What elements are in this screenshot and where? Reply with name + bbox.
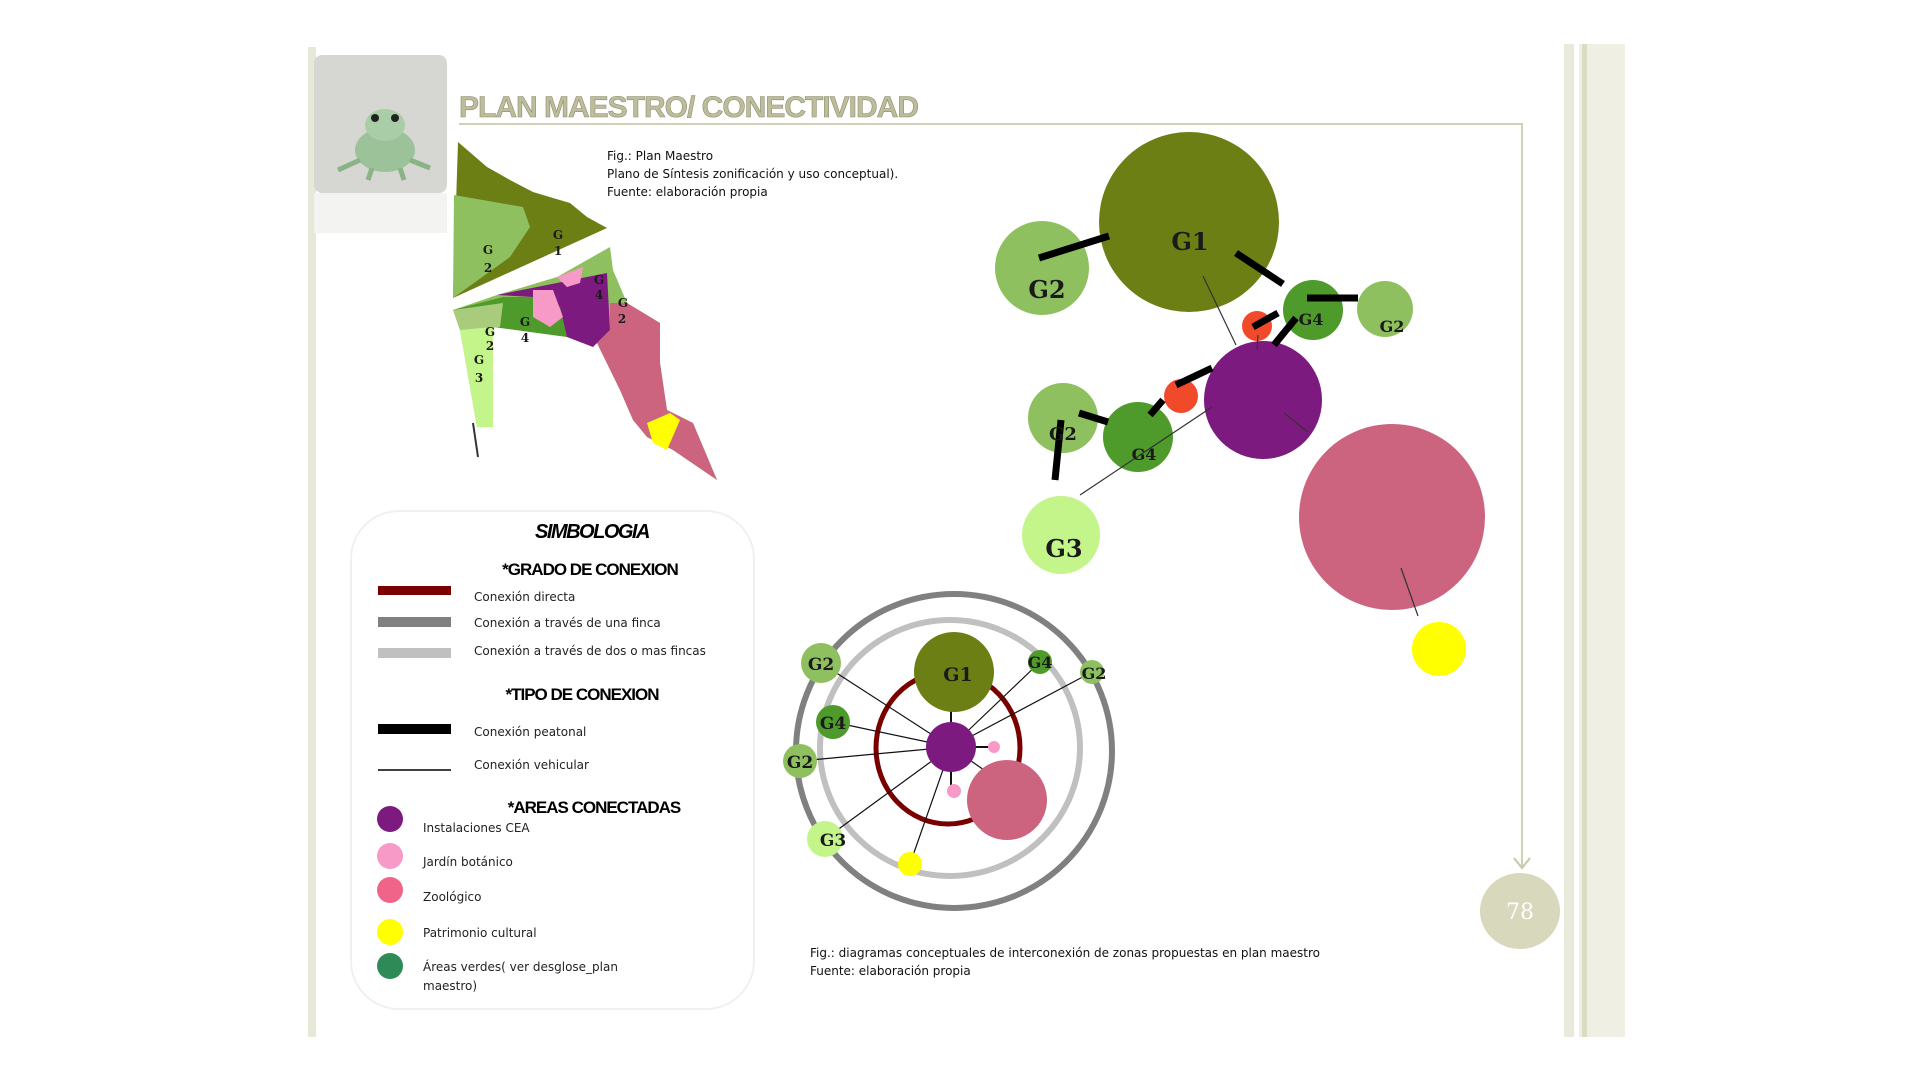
ring-caption: Fig.: diagramas conceptuales de intercon…: [810, 946, 1320, 978]
node-label: G4: [1132, 445, 1157, 464]
node-label: G1: [943, 664, 972, 686]
node-label: G2: [1049, 424, 1077, 445]
node-label: G2: [787, 753, 813, 773]
plan-caption: Fig.: Plan Maestro Plano de Síntesis zon…: [607, 149, 898, 199]
node-heritage: [1412, 622, 1466, 676]
node-label: G2: [1028, 275, 1065, 304]
caption-line: Fig.: diagramas conceptuales de intercon…: [810, 946, 1320, 960]
plan-label: G: [520, 315, 530, 329]
legend-dot-green: [377, 953, 403, 979]
plan-label: G: [618, 296, 628, 310]
legend-item: Conexión vehicular: [474, 758, 589, 772]
node-label: G3: [1045, 534, 1082, 563]
node-g2-left: [995, 221, 1089, 315]
plan-label: 4: [521, 331, 529, 345]
legend-heading: *GRADO DE CONEXION: [502, 560, 678, 579]
legend: SIMBOLOGIA *GRADO DE CONEXION Conexión d…: [350, 510, 755, 1010]
legend-item: Zoológico: [423, 890, 481, 904]
legend-dot-cea: [377, 806, 403, 832]
caption-line: Plano de Síntesis zonificación y uso con…: [607, 167, 898, 181]
page-number-badge: [1480, 873, 1560, 949]
plan-label: G: [594, 273, 604, 287]
legend-item: Conexión a través de una finca: [474, 616, 661, 630]
node-g3: [1022, 496, 1100, 574]
legend-dot-heritage: [377, 919, 403, 945]
vehicular-links: [1079, 275, 1419, 617]
ring-diagram: G1 G2 G4 G2 G3 G4 G2: [783, 591, 1115, 911]
node-zoo: [1299, 424, 1485, 610]
plan-label: G: [485, 325, 495, 339]
plan-label: 3: [475, 371, 483, 385]
node-g2-mid: [1028, 383, 1098, 453]
right-stripes: [1564, 44, 1625, 1037]
node-g2-right: [1357, 281, 1413, 337]
page-number: 78: [1506, 900, 1534, 925]
legend-dot-botanic: [377, 843, 403, 869]
node-label: G4: [820, 714, 847, 734]
legend-item: Conexión a través de dos o mas fincas: [474, 644, 706, 658]
caption-line: Fig.: Plan Maestro: [607, 149, 713, 163]
plan-label: 1: [554, 244, 562, 258]
legend-item: Conexión directa: [474, 590, 575, 604]
legend-heading: *AREAS CONECTADAS: [508, 798, 681, 817]
legend-line-one-lot: [378, 617, 451, 627]
plan-label: G: [474, 353, 484, 367]
legend-item: Jardín botánico: [422, 855, 513, 869]
plan-label: 2: [486, 339, 494, 353]
plan-label: G: [553, 228, 563, 242]
node-label: G4: [1299, 310, 1324, 329]
network-diagram: G1 G2 G4 G2 G2 G4 G3: [995, 132, 1485, 676]
legend-item: Instalaciones CEA: [423, 821, 530, 835]
arrow-icon: [1513, 857, 1531, 870]
node-label: G2: [1380, 317, 1405, 336]
legend-heading: *TIPO DE CONEXION: [505, 685, 659, 704]
left-stripe: [308, 47, 316, 1037]
legend-dot-zoo: [377, 877, 403, 903]
legend-item: Patrimonio cultural: [423, 926, 537, 940]
node-cea: [1204, 341, 1322, 459]
page-title: PLAN MAESTRO/ CONECTIVIDAD: [459, 91, 918, 124]
plan-label: 2: [484, 261, 492, 275]
node-label: G3: [820, 831, 846, 851]
plan-label: G: [483, 243, 493, 257]
node-g1: [1099, 132, 1279, 312]
caption-line: Fuente: elaboración propia: [810, 964, 971, 978]
legend-line-direct: [378, 586, 451, 595]
node-label: G2: [1082, 664, 1107, 683]
node-red: [1164, 379, 1198, 413]
plan-map: G 2 G 1 G 4 G 2 G 4 G 2 G 3: [453, 142, 717, 480]
frog-image: [314, 55, 447, 233]
caption-line: Fuente: elaboración propia: [607, 185, 768, 199]
node-label: G1: [1171, 227, 1208, 256]
legend-title: SIMBOLOGIA: [535, 521, 649, 543]
legend-line-pedestrian: [378, 724, 451, 734]
legend-item: maestro): [423, 979, 477, 993]
legend-item: Áreas verdes( ver desglose_plan: [423, 959, 618, 974]
legend-line-multi-lot: [378, 648, 451, 658]
node-g4-low: [1103, 402, 1173, 472]
frame-line: [459, 123, 1523, 866]
plan-label: 2: [618, 312, 626, 326]
plan-label: 4: [595, 288, 603, 302]
node-label: G2: [808, 655, 834, 675]
node-label: G4: [1028, 653, 1053, 672]
pedestrian-links: [1037, 232, 1358, 481]
legend-item: Conexión peatonal: [474, 725, 586, 739]
